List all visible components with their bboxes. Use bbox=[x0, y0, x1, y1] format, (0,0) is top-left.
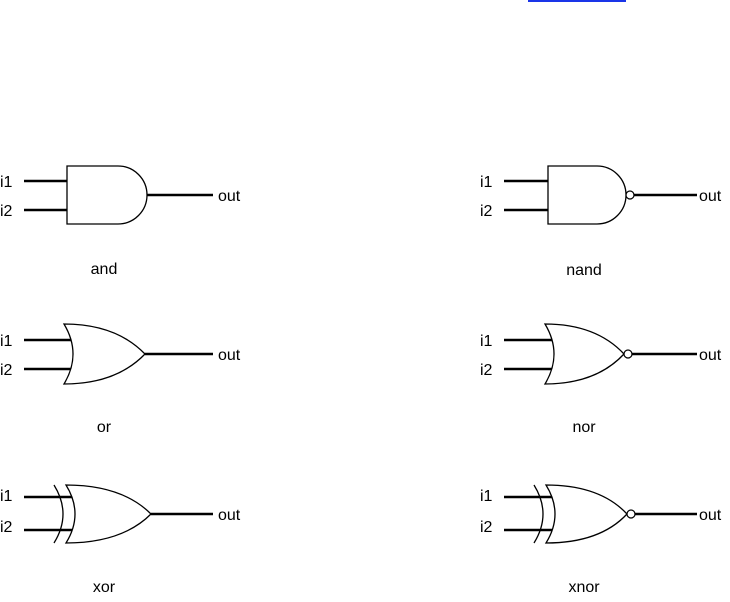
pin-label-i1: i1 bbox=[480, 488, 493, 505]
gate-xnor: i1 i2 out xnor bbox=[480, 484, 722, 596]
or-gate-symbol bbox=[62, 323, 146, 385]
pin-label-i2: i2 bbox=[0, 519, 13, 536]
pin-label-i2: i2 bbox=[0, 203, 13, 220]
pin-label-i2: i2 bbox=[480, 362, 493, 379]
gate-title-xnor: xnor bbox=[568, 579, 600, 596]
xnor-gate-symbol bbox=[544, 484, 628, 544]
xor-gate-symbol bbox=[64, 484, 152, 544]
pin-label-out: out bbox=[218, 188, 241, 205]
pin-label-out: out bbox=[699, 188, 722, 205]
nand-gate-symbol bbox=[547, 165, 627, 225]
pin-label-i2: i2 bbox=[480, 519, 493, 536]
nor-inversion-bubble bbox=[623, 349, 633, 359]
pin-label-i1: i1 bbox=[0, 174, 13, 191]
gate-xor: i1 i2 out xor bbox=[0, 484, 241, 596]
gate-title-or: or bbox=[97, 419, 112, 436]
gate-title-xor: xor bbox=[93, 579, 116, 596]
xnor-inversion-bubble bbox=[626, 509, 636, 519]
nor-gate-symbol bbox=[543, 323, 625, 385]
xor-extra-input-arc bbox=[53, 484, 64, 544]
link-underline[interactable] bbox=[528, 0, 626, 2]
gate-nor: i1 i2 out nor bbox=[480, 323, 722, 436]
gate-nand: i1 i2 out nand bbox=[480, 165, 722, 279]
and-gate-symbol bbox=[66, 165, 148, 225]
pin-label-i1: i1 bbox=[480, 174, 493, 191]
pin-label-i1: i1 bbox=[0, 488, 13, 505]
gate-title-nor: nor bbox=[572, 419, 596, 436]
pin-label-i1: i1 bbox=[0, 333, 13, 350]
nand-inversion-bubble bbox=[625, 190, 635, 200]
pin-label-out: out bbox=[699, 507, 722, 524]
pin-label-out: out bbox=[699, 347, 722, 364]
pin-label-out: out bbox=[218, 507, 241, 524]
xnor-extra-input-arc bbox=[533, 484, 544, 544]
pin-label-i2: i2 bbox=[480, 203, 493, 220]
gate-and: i1 i2 out and bbox=[0, 165, 241, 278]
pin-label-out: out bbox=[218, 347, 241, 364]
gate-title-and: and bbox=[91, 261, 118, 278]
gate-title-nand: nand bbox=[566, 262, 602, 279]
pin-label-i1: i1 bbox=[480, 333, 493, 350]
gate-or: i1 i2 out or bbox=[0, 323, 241, 436]
pin-label-i2: i2 bbox=[0, 362, 13, 379]
